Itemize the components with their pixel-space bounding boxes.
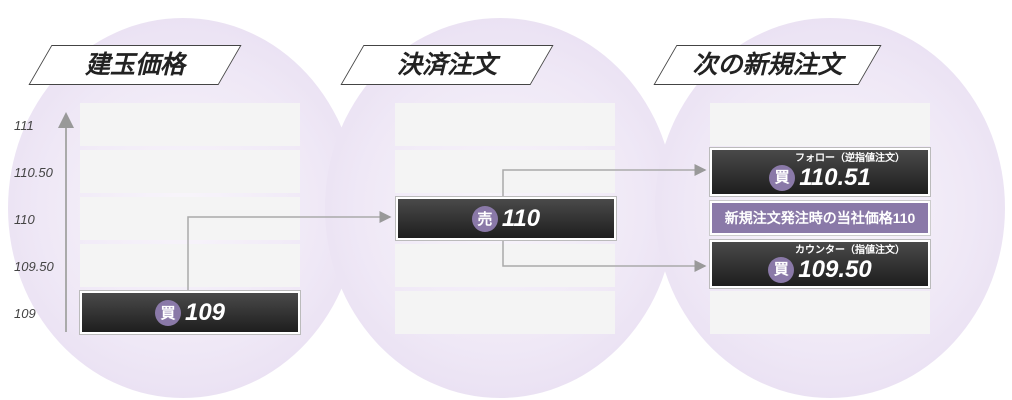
settlement-price: 110 [501, 204, 541, 232]
header-text: 決済注文 [396, 51, 497, 79]
header-text: 建玉価格 [84, 51, 185, 79]
arrow-to-settlement [187, 211, 392, 292]
axis-label: 109.50 [14, 259, 54, 274]
axis-label: 110.50 [14, 165, 53, 180]
header-text: 次の新規注文 [692, 51, 843, 79]
axis-label: 111 [14, 118, 34, 133]
counter-price: 109.50 [798, 256, 872, 283]
sell-badge: 売 [471, 205, 498, 232]
axis-label: 110 [14, 212, 35, 227]
position-price: 109 [184, 298, 226, 326]
arrow-to-counter [502, 239, 707, 272]
header-position-price: 建玉価格 [28, 45, 242, 85]
buy-badge: 買 [769, 165, 796, 191]
header-next-order: 次の新規注文 [653, 45, 882, 85]
arrow-to-follow [502, 164, 707, 198]
follow-price: 110.51 [799, 164, 871, 191]
reference-price-label: 新規注文発注時の当社価格110 [709, 200, 931, 236]
axis-label: 109 [14, 306, 36, 321]
buy-badge: 買 [154, 299, 181, 326]
buy-badge: 買 [768, 257, 795, 283]
follow-label: フォロー（逆指値注文） [795, 153, 905, 164]
counter-label: カウンター（指値注文） [795, 245, 905, 256]
header-settlement-order: 決済注文 [340, 45, 554, 85]
